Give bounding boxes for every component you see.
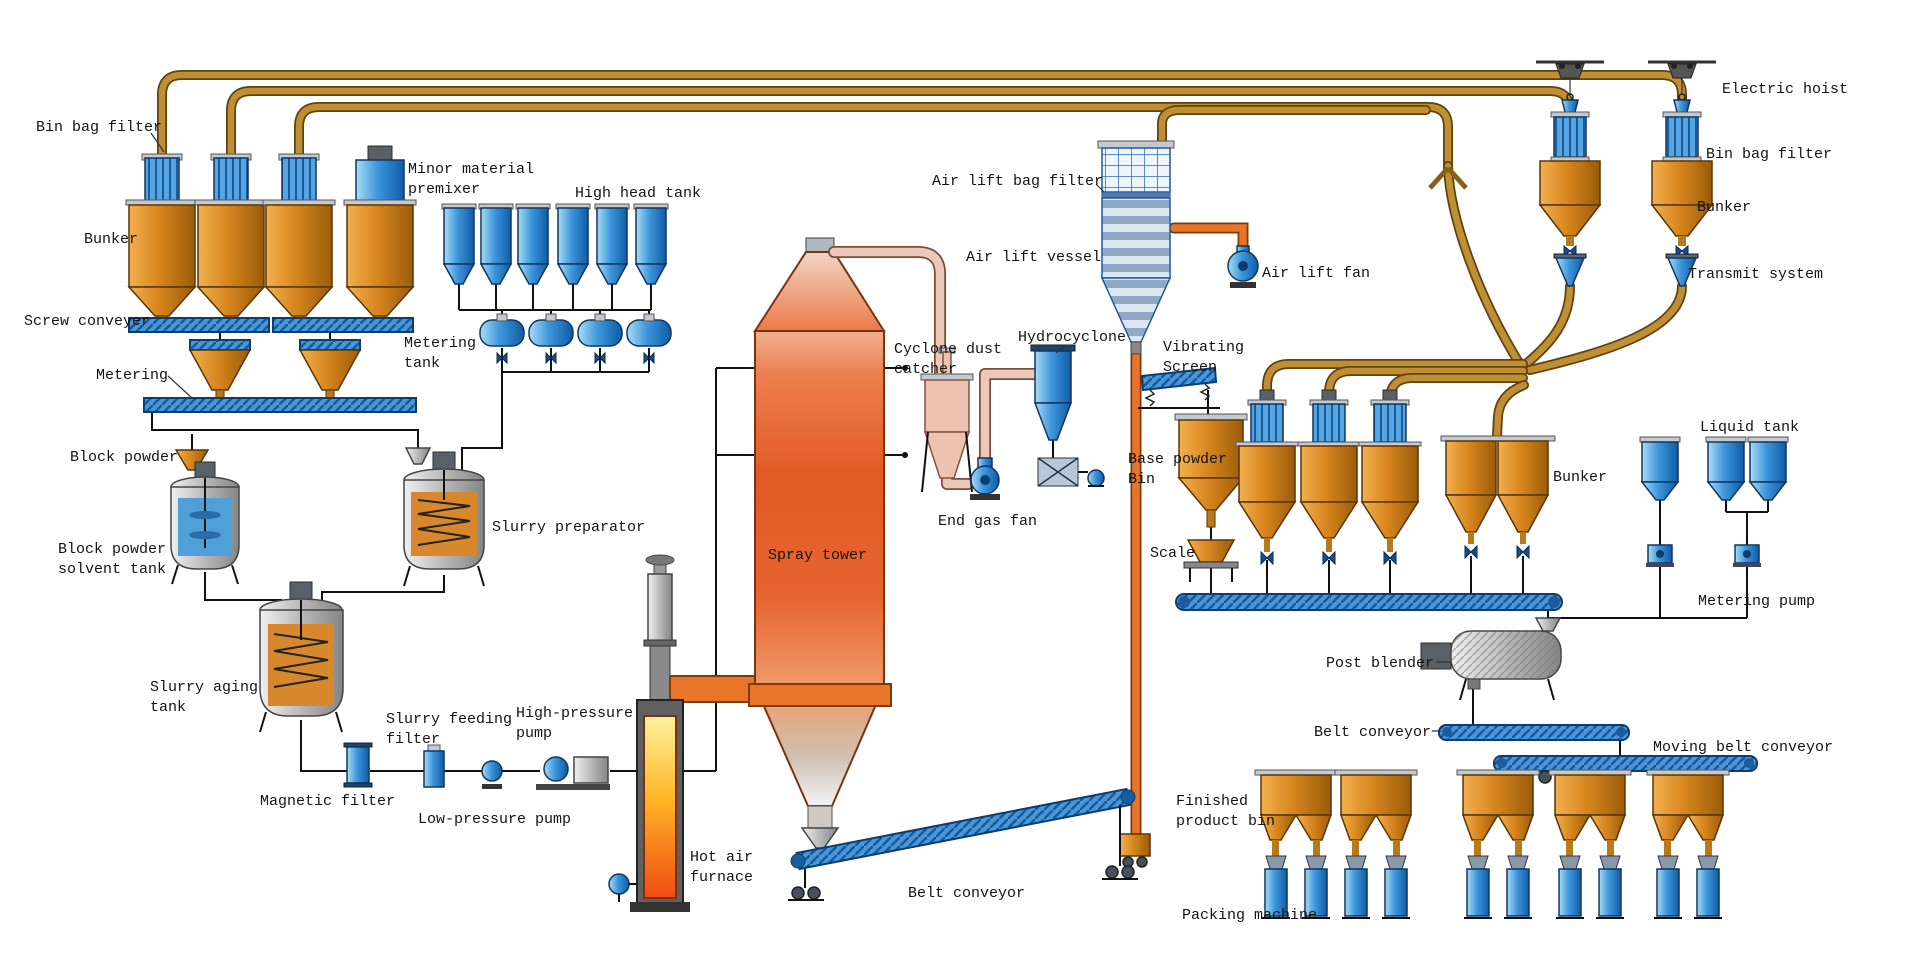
label-transmit-system: Transmit system — [1688, 266, 1824, 283]
finished-bin — [1646, 769, 1730, 919]
belt-conveyor-mid — [1175, 593, 1563, 611]
label-air-lift-fan: Air lift fan — [1262, 265, 1371, 282]
label-bunker-left: Bunker — [84, 231, 139, 248]
mid-bunker-2 — [1297, 389, 1361, 566]
label-scale: Scale — [1150, 545, 1196, 562]
riser-bottom-cart — [1119, 833, 1151, 868]
slurry-feeding-filter-unit — [423, 744, 445, 788]
label-slurry-aging-tank: Slurry aging tank — [150, 679, 259, 716]
end-gas-fan-unit — [970, 457, 1000, 500]
label-bunker-right-mid: Bunker — [1553, 469, 1608, 486]
finished-bin — [1456, 769, 1540, 919]
mid-bunker-1 — [1235, 389, 1299, 566]
block-powder-solvent-tank-unit — [170, 461, 240, 585]
air-lift-bag-filter-vessel — [1097, 140, 1175, 355]
high-pressure-pump-unit — [536, 756, 610, 790]
bin-bag-filter-bunker-1 — [125, 153, 199, 326]
label-metering-tank: Metering tank — [404, 335, 477, 372]
post-blender-unit — [1420, 617, 1562, 701]
magnetic-filter-unit — [343, 742, 373, 788]
label-high-pressure-pump: High-pressure pump — [516, 705, 634, 742]
minor-material-premixer-unit — [343, 145, 417, 326]
label-end-gas-fan: End gas fan — [938, 513, 1038, 530]
label-leaders — [150, 132, 1451, 732]
bin-bag-filter-bunker-3 — [262, 153, 336, 326]
label-block-powder-solvent-tank: Block powder solvent tank — [58, 541, 167, 578]
mid-bunker-3 — [1358, 389, 1422, 566]
label-vibrating-screen: Vibrating Screen — [1163, 339, 1245, 376]
label-post-blender: Post blender — [1326, 655, 1435, 672]
label-slurry-preparator: Slurry preparator — [492, 519, 646, 536]
right-unit-2 — [1648, 60, 1716, 287]
label-screw-conveyer: Screw conveyer — [24, 313, 151, 330]
label-base-powder-bin: Base powder Bin — [1128, 451, 1228, 488]
finished-bin — [1548, 769, 1632, 919]
label-belt-conveyor-bottom: Belt conveyor — [908, 885, 1026, 902]
label-finished-product-bin: Finished product bin — [1176, 793, 1276, 830]
mid-bunker-pair — [1440, 435, 1556, 560]
finished-bin — [1334, 769, 1418, 919]
cyclone-dust-catcher-unit — [920, 347, 974, 493]
label-moving-belt-conveyor: Moving belt conveyor — [1653, 739, 1834, 756]
label-bunker-right-top: Bunker — [1697, 199, 1752, 216]
label-block-powder: Block powder — [70, 449, 179, 466]
label-hot-air-furnace: Hot air furnace — [690, 849, 754, 886]
low-pressure-pump-unit — [481, 760, 503, 789]
belt-conveyor-bottom-unit — [788, 787, 1138, 901]
vibrating-screen-unit — [1138, 366, 1220, 409]
finished-bin — [1254, 769, 1338, 919]
air-lift-riser-pipe — [1130, 222, 1249, 846]
finished-product-bins — [1254, 769, 1730, 919]
metering-tanks — [479, 313, 672, 365]
label-magnetic-filter: Magnetic filter — [260, 793, 396, 810]
label-bin-bag-filter-right: Bin bag filter — [1706, 146, 1833, 163]
label-hydrocyclone: Hydrocyclone — [1018, 329, 1127, 346]
label-metering: Metering — [96, 367, 169, 384]
label-air-lift-bag-filter: Air lift bag filter — [932, 173, 1104, 190]
label-liquid-tank: Liquid tank — [1700, 419, 1800, 436]
label-high-head-tank: High head tank — [575, 185, 702, 202]
label-packing-machine: Packing machine — [1182, 907, 1318, 924]
high-head-tanks — [441, 203, 669, 285]
spray-tower-unit — [748, 237, 892, 849]
label-slurry-feeding-filter: Slurry feeding filter — [386, 711, 513, 748]
hydrocyclone-unit — [1030, 344, 1105, 487]
label-spray-tower: Spray tower — [768, 547, 868, 564]
label-metering-pump: Metering pump — [1698, 593, 1816, 610]
label-air-lift-vessel: Air lift vessel — [966, 249, 1102, 266]
bin-bag-filter-bunker-2 — [194, 153, 268, 326]
air-lift-fan-unit — [1227, 245, 1259, 288]
screw-conveyor-bars — [128, 317, 414, 333]
label-cyclone-dust-catcher: Cyclone dust catcher — [894, 341, 1003, 378]
belt-conveyor-lower — [1438, 724, 1630, 741]
label-low-pressure-pump: Low-pressure pump — [418, 811, 572, 828]
metering-hoppers — [143, 339, 417, 413]
label-belt-conveyor-right: Belt conveyor — [1314, 724, 1432, 741]
label-electric-hoist: Electric hoist — [1722, 81, 1849, 98]
scale-unit — [1183, 539, 1239, 582]
slurry-aging-tank-unit — [259, 581, 344, 733]
exhaust-pipes — [828, 246, 1044, 490]
liquid-tank-units — [1639, 436, 1789, 501]
hot-air-furnace-unit — [608, 554, 757, 912]
label-bin-bag-filter-left: Bin bag filter — [36, 119, 163, 136]
metering-pump-units — [1646, 544, 1761, 567]
label-minor-material-premixer: Minor material premixer — [408, 161, 535, 198]
slurry-preparator-unit — [403, 447, 485, 587]
right-unit-1 — [1536, 60, 1604, 287]
base-powder-bin-unit — [1174, 413, 1248, 528]
